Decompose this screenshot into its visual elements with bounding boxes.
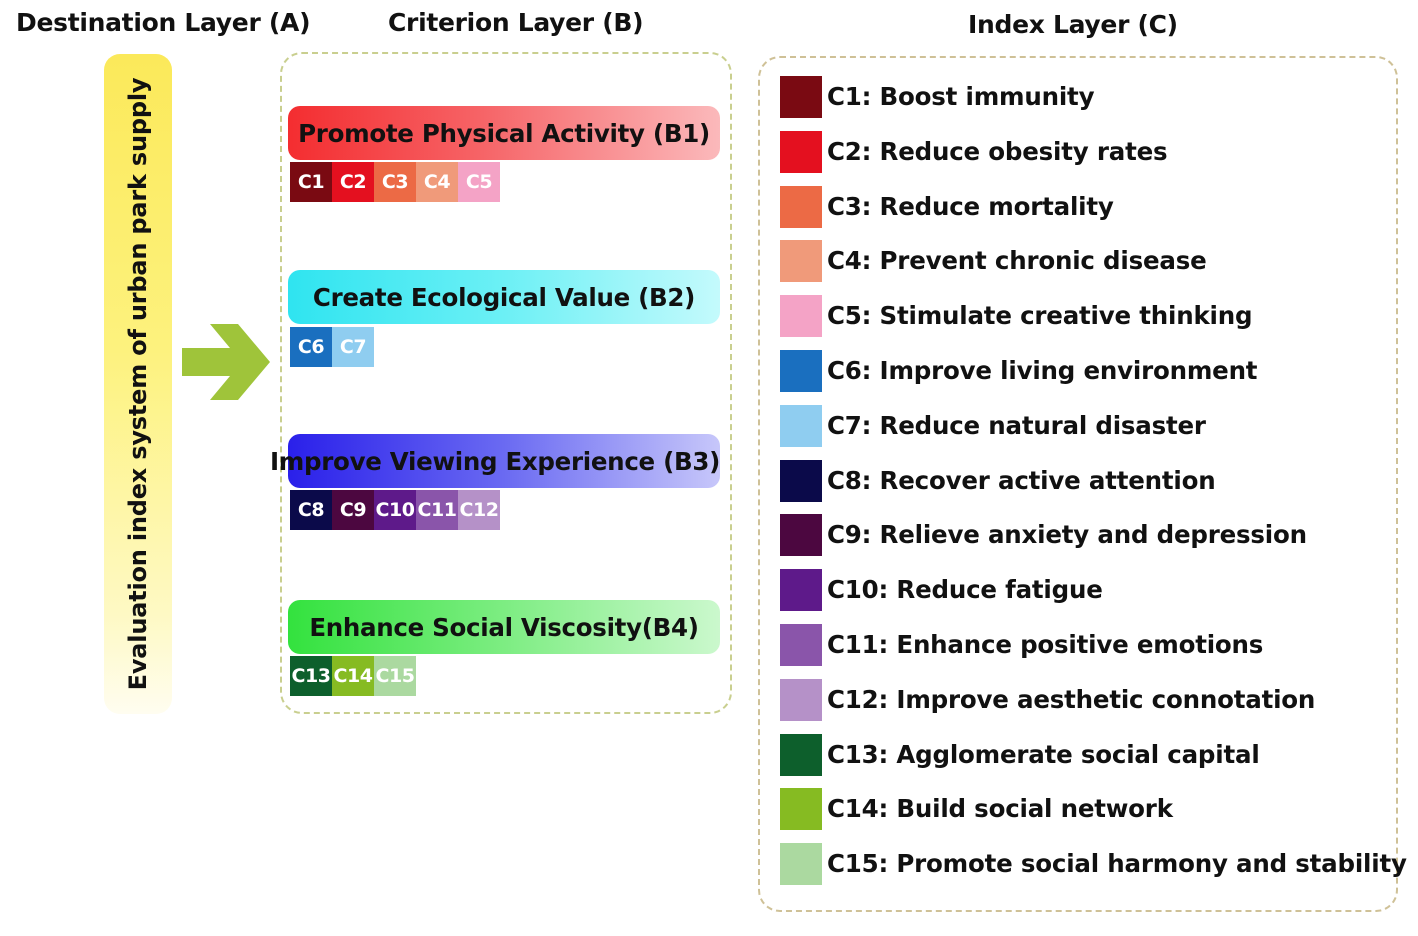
index-label: C9: Relieve anxiety and depression: [827, 520, 1307, 550]
index-swatch: [780, 514, 822, 557]
index-swatch: [780, 76, 822, 118]
index-chip: C3: [374, 162, 416, 202]
criterion-b4-bar: Enhance Social Viscosity(B4): [288, 600, 720, 654]
index-chip: C12: [458, 490, 500, 530]
index-swatch: [780, 843, 822, 886]
right-arrow-icon: [182, 324, 270, 400]
index-list: C1: Boost immunity C2: Reduce obesity ra…: [780, 76, 1407, 898]
index-item: C4: Prevent chronic disease: [780, 240, 1407, 295]
index-swatch: [780, 623, 822, 666]
index-item: C3: Reduce mortality: [780, 185, 1407, 241]
index-label: C15: Promote social harmony and stabilit…: [827, 849, 1407, 879]
index-item: C14: Build social network: [780, 788, 1407, 843]
index-item: C7: Reduce natural disaster: [780, 404, 1407, 460]
index-swatch: [780, 240, 822, 283]
index-label: C4: Prevent chronic disease: [827, 246, 1207, 276]
criterion-b1-bar: Promote Physical Activity (B1): [288, 106, 720, 160]
index-swatch: [780, 459, 822, 502]
index-label: C3: Reduce mortality: [827, 191, 1114, 221]
index-chip: C14: [332, 656, 374, 696]
index-item: C10: Reduce fatigue: [780, 569, 1407, 624]
index-chip: C1: [290, 162, 332, 202]
index-label: C5: Stimulate creative thinking: [827, 301, 1253, 331]
index-layer-panel: [758, 56, 1398, 912]
index-chip: C15: [374, 656, 416, 696]
index-chip: C11: [416, 490, 458, 530]
criterion-b2-chips: C6 C7: [290, 327, 374, 367]
index-item: C13: Agglomerate social capital: [780, 733, 1407, 789]
index-item: C12: Improve aesthetic connotation: [780, 678, 1407, 734]
destination-bar: Evaluation index system of urban park su…: [104, 54, 172, 714]
index-item: C5: Stimulate creative thinking: [780, 295, 1407, 350]
destination-label: Evaluation index system of urban park su…: [124, 77, 152, 691]
index-chip: C9: [332, 490, 374, 530]
index-item: C11: Enhance positive emotions: [780, 623, 1407, 679]
index-label: C10: Reduce fatigue: [827, 575, 1103, 605]
criterion-b4-chips: C13 C14 C15: [290, 656, 416, 696]
criterion-b2-bar: Create Ecological Value (B2): [288, 270, 720, 324]
index-swatch: [780, 733, 822, 776]
index-item: C8: Recover active attention: [780, 459, 1407, 515]
index-label: C6: Improve living environment: [827, 355, 1258, 385]
index-label: C1: Boost immunity: [827, 82, 1095, 111]
index-label: C13: Agglomerate social capital: [827, 739, 1260, 769]
index-chip: C10: [374, 490, 416, 530]
criterion-b1-chips: C1 C2 C3 C4 C5: [290, 162, 500, 202]
index-label: C12: Improve aesthetic connotation: [827, 684, 1316, 714]
index-chip: C5: [458, 162, 500, 202]
index-item: C15: Promote social harmony and stabilit…: [780, 843, 1407, 898]
index-chip: C2: [332, 162, 374, 202]
criterion-b3-chips: C8 C9 C10 C11 C12: [290, 490, 500, 530]
index-swatch: [780, 349, 822, 392]
index-swatch: [780, 185, 822, 228]
index-label: C7: Reduce natural disaster: [827, 410, 1206, 440]
index-item: C2: Reduce obesity rates: [780, 130, 1407, 186]
index-label: C11: Enhance positive emotions: [827, 629, 1264, 659]
index-label: C2: Reduce obesity rates: [827, 136, 1168, 166]
index-swatch: [780, 678, 822, 721]
index-layer-heading: Index Layer (C): [968, 10, 1178, 39]
index-swatch: [780, 130, 822, 173]
index-chip: C4: [416, 162, 458, 202]
index-label: C8: Recover active attention: [827, 465, 1216, 495]
index-swatch: [780, 569, 822, 612]
index-swatch: [780, 295, 822, 338]
index-label: C14: Build social network: [827, 794, 1173, 824]
index-swatch: [780, 788, 822, 831]
index-chip: C7: [332, 327, 374, 367]
criterion-layer-heading: Criterion Layer (B): [388, 8, 644, 37]
index-swatch: [780, 404, 822, 447]
criterion-b3-bar: Improve Viewing Experience (B3): [270, 434, 720, 488]
index-item: C9: Relieve anxiety and depression: [780, 514, 1407, 569]
index-item: C1: Boost immunity: [780, 76, 1407, 131]
index-chip: C6: [290, 327, 332, 367]
index-chip: C13: [290, 656, 332, 696]
criterion-layer-panel: [280, 52, 732, 714]
index-chip: C8: [290, 490, 332, 530]
index-item: C6: Improve living environment: [780, 349, 1407, 405]
destination-layer-heading: Destination Layer (A): [16, 8, 311, 37]
